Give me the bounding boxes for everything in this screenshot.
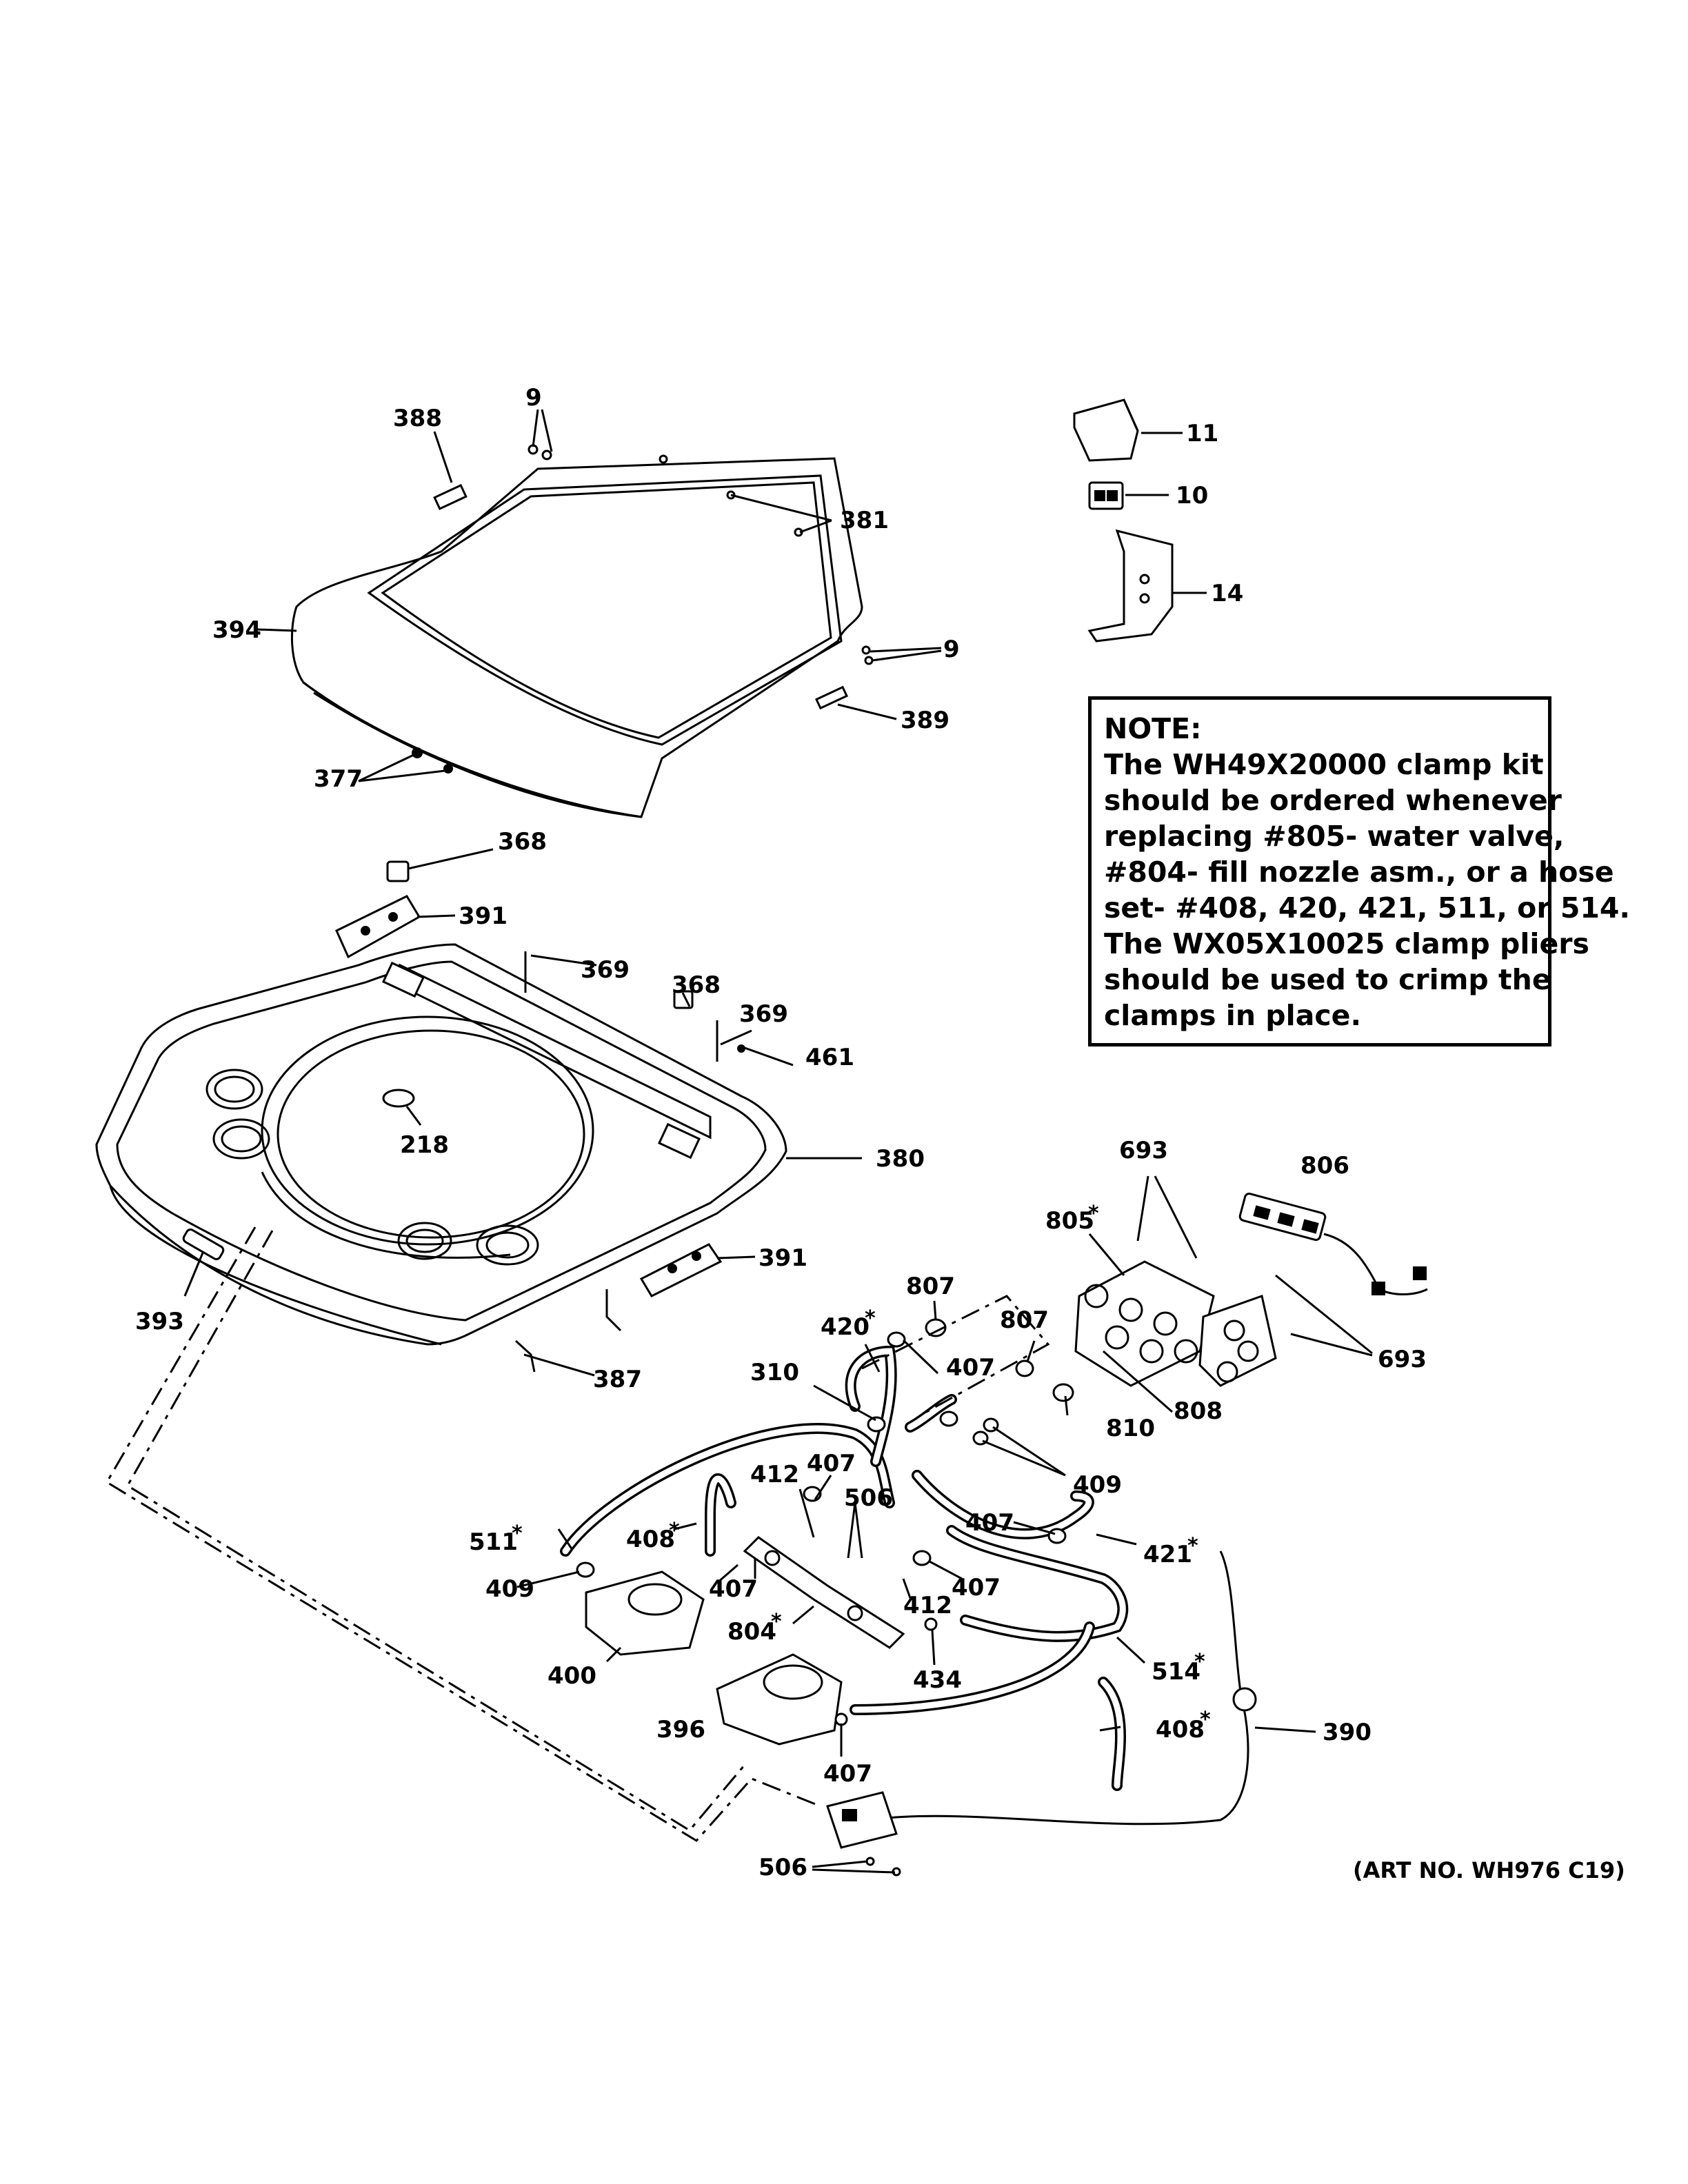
star-514: * [1194, 1650, 1205, 1674]
callout-218: 218 [400, 1131, 449, 1159]
note-line: replacing #805- water valve, [1104, 820, 1565, 853]
callout-400: 400 [547, 1662, 596, 1690]
note-heading: NOTE: [1104, 712, 1202, 745]
note-line: should be ordered whenever [1104, 784, 1562, 817]
callout-421: 421 [1143, 1541, 1192, 1568]
note-line: The WH49X20000 clamp kit [1104, 748, 1544, 781]
callout-393: 393 [135, 1308, 184, 1335]
clamp-kit-note: NOTE: The WH49X20000 clamp kit should be… [1088, 696, 1631, 1046]
callout-511: 511 [469, 1528, 518, 1556]
art-number: (ART NO. WH976 C19) [1353, 1857, 1625, 1883]
callout-391: 391 [459, 902, 508, 930]
star-408: * [669, 1519, 680, 1543]
callout-409: 409 [485, 1575, 534, 1603]
callout-693: 693 [1378, 1346, 1427, 1373]
callout-807: 807 [906, 1273, 955, 1300]
star-804: * [771, 1610, 782, 1634]
dashed-wiring-path [105, 1226, 1050, 1842]
star-421: * [1187, 1534, 1198, 1558]
callout-10: 10 [1176, 482, 1208, 509]
callout-434: 434 [913, 1666, 962, 1694]
callout-806: 806 [1300, 1152, 1349, 1180]
callout-807: 807 [1000, 1306, 1049, 1334]
callout-11: 11 [1186, 420, 1218, 447]
hinge-bracket-left [335, 860, 421, 959]
callout-389: 389 [901, 707, 950, 734]
control-brackets [1073, 398, 1174, 643]
note-line: should be used to crimp the [1104, 963, 1551, 996]
callout-693: 693 [1119, 1137, 1168, 1164]
callout-804: 804 [727, 1618, 776, 1646]
callout-408: 408 [626, 1526, 675, 1553]
callout-506: 506 [758, 1854, 807, 1881]
callout-377: 377 [314, 765, 363, 793]
callout-390: 390 [1323, 1719, 1372, 1746]
callout-407: 407 [709, 1575, 758, 1603]
callout-394: 394 [212, 616, 261, 644]
callout-381: 381 [840, 507, 889, 534]
callout-9: 9 [943, 636, 960, 663]
callout-412: 412 [750, 1461, 799, 1488]
callout-369: 369 [581, 956, 630, 984]
lid-assembly [291, 457, 863, 818]
callout-461: 461 [805, 1044, 854, 1071]
callout-407: 407 [946, 1354, 995, 1382]
callout-808: 808 [1174, 1397, 1223, 1425]
callout-420: 420 [821, 1313, 870, 1341]
hoses [560, 1345, 1257, 1826]
fill-assemblies [585, 1536, 905, 1877]
callout-9: 9 [525, 384, 542, 412]
top-panel [95, 943, 787, 1346]
note-line: clamps in place. [1104, 999, 1362, 1032]
callout-labels: 388 9 381 394 9 389 377 11 10 14 368 391… [135, 384, 1427, 1881]
callout-380: 380 [876, 1145, 925, 1173]
callout-805: 805 [1045, 1207, 1094, 1235]
callout-396: 396 [656, 1716, 705, 1743]
callout-514: 514 [1152, 1658, 1200, 1686]
small-fasteners [182, 951, 745, 1373]
callout-412: 412 [903, 1592, 952, 1619]
callout-506: 506 [844, 1484, 893, 1512]
callout-388: 388 [393, 405, 442, 432]
leader-lines [183, 409, 1373, 1874]
callout-368: 368 [672, 971, 721, 999]
wire-harness [1238, 1193, 1428, 1295]
hinge-bracket-right [639, 1243, 723, 1297]
star-511: * [512, 1521, 523, 1546]
note-line: set- #408, 420, 421, 511, or 514. [1104, 891, 1631, 924]
callout-391: 391 [758, 1244, 807, 1272]
star-805: * [1088, 1202, 1099, 1226]
callout-369: 369 [739, 1000, 788, 1028]
star-420: * [865, 1306, 876, 1331]
callout-407: 407 [965, 1509, 1014, 1537]
note-line: The WX05X10025 clamp pliers [1104, 927, 1589, 960]
callout-407: 407 [952, 1574, 1001, 1601]
callout-387: 387 [593, 1366, 642, 1393]
star-408: * [1200, 1708, 1211, 1732]
callout-810: 810 [1106, 1415, 1155, 1442]
callout-14: 14 [1211, 580, 1243, 607]
callout-310: 310 [750, 1359, 799, 1386]
water-valve [1074, 1260, 1277, 1387]
callout-409: 409 [1073, 1471, 1122, 1499]
callout-407: 407 [807, 1450, 856, 1477]
callout-407: 407 [823, 1760, 872, 1788]
callout-368: 368 [498, 828, 547, 856]
callout-408: 408 [1156, 1716, 1205, 1743]
note-line: #804- fill nozzle asm., or a hose [1104, 856, 1614, 889]
